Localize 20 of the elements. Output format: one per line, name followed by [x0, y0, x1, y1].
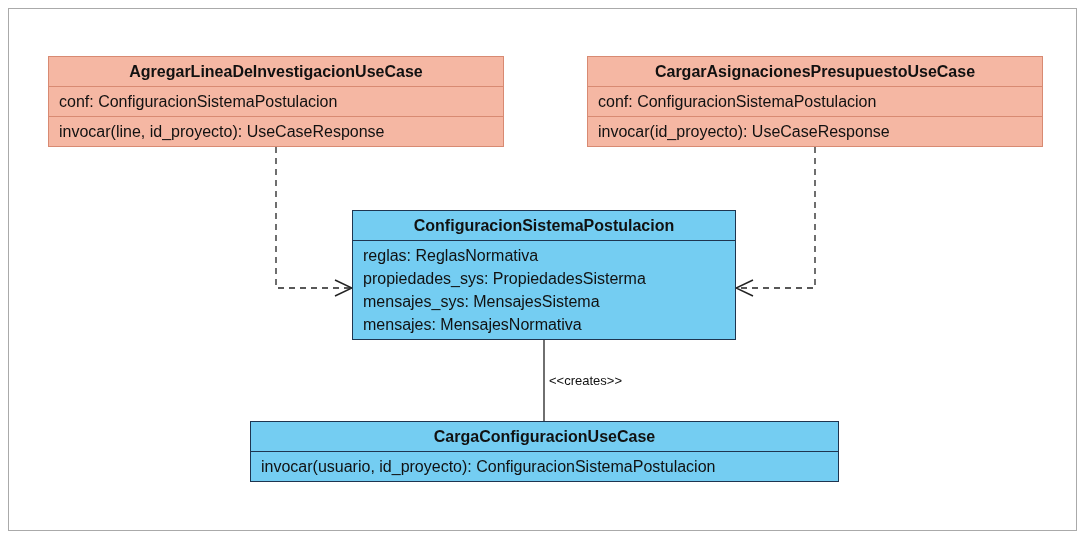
attribute-text: conf: ConfiguracionSistemaPostulacion	[598, 92, 878, 112]
class-box	[250, 421, 839, 482]
class-name: ConfiguracionSistemaPostulacion	[412, 216, 676, 236]
attribute-text: propiedades_sys: PropiedadesSisterma	[363, 269, 647, 289]
method-text: invocar(line, id_proyecto): UseCaseResponse	[59, 122, 386, 142]
class-name: CargarAsignacionesPresupuestoUseCase	[653, 62, 977, 82]
attribute-text: mensajes_sys: MensajesSistema	[363, 292, 601, 312]
class-name: CargaConfiguracionUseCase	[432, 427, 657, 447]
class-box	[48, 56, 504, 147]
attribute-text: conf: ConfiguracionSistemaPostulacion	[59, 92, 339, 112]
attribute-text: mensajes: MensajesNormativa	[363, 315, 583, 335]
method-text: invocar(usuario, id_proyecto): ConfiguracionSistemaPostulacion	[261, 457, 717, 477]
attribute-text: reglas: ReglasNormativa	[363, 246, 540, 266]
association-line	[543, 339, 545, 422]
method-text: invocar(id_proyecto): UseCaseResponse	[598, 122, 891, 142]
class-box	[352, 210, 736, 340]
dependency-arrow	[735, 146, 816, 297]
class-name: AgregarLineaDeInvestigacionUseCase	[128, 62, 424, 82]
class-box	[587, 56, 1043, 147]
dependency-arrow	[275, 146, 353, 297]
